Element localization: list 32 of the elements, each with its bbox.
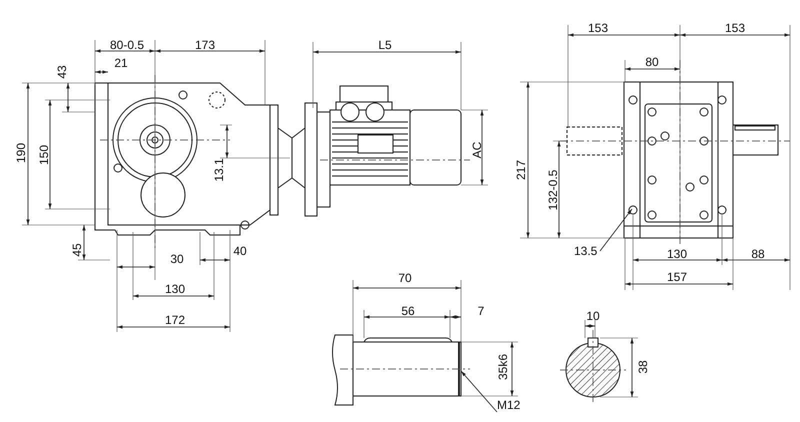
- leader-line: [600, 208, 632, 252]
- dimension-value: 80: [645, 56, 659, 68]
- dimension-value: 35k6: [497, 354, 509, 380]
- dimension-value: AC: [471, 142, 483, 158]
- dimension-value: 172: [164, 314, 186, 326]
- dimension-value: 40: [233, 245, 247, 257]
- callout-text: 13.5: [574, 244, 598, 258]
- dimension-value: 80-0.5: [110, 39, 144, 51]
- dimension-value: 130: [666, 248, 688, 260]
- dimension-value: 10: [586, 310, 600, 322]
- dimension-value: 7: [478, 305, 484, 317]
- dimension-value: 217: [515, 160, 527, 180]
- dimension-value: 88: [751, 248, 765, 260]
- dimension-value: 13.1: [213, 158, 225, 182]
- dimension-value: 157: [666, 271, 688, 283]
- leader-line: [460, 370, 498, 412]
- dimension-value: 190: [15, 142, 27, 164]
- dimension-value: 130: [164, 283, 186, 295]
- dimension-value: 30: [170, 253, 184, 265]
- dimension-value: L5: [378, 39, 392, 51]
- dimension-value: 150: [38, 144, 50, 166]
- dimension-value: 153: [724, 22, 746, 34]
- dimension-value: 21: [114, 57, 128, 69]
- dimension-value: 56: [401, 305, 415, 317]
- dimension-value: 70: [398, 272, 412, 284]
- dimension-value: 132-0.5: [547, 170, 559, 210]
- callout-text: M12: [497, 398, 520, 412]
- dimension-value: 45: [71, 243, 83, 257]
- dimension-value: 43: [56, 65, 68, 79]
- dimension-value: 173: [194, 39, 216, 51]
- dimension-value: 38: [637, 360, 649, 374]
- dimension-value: 153: [588, 22, 608, 34]
